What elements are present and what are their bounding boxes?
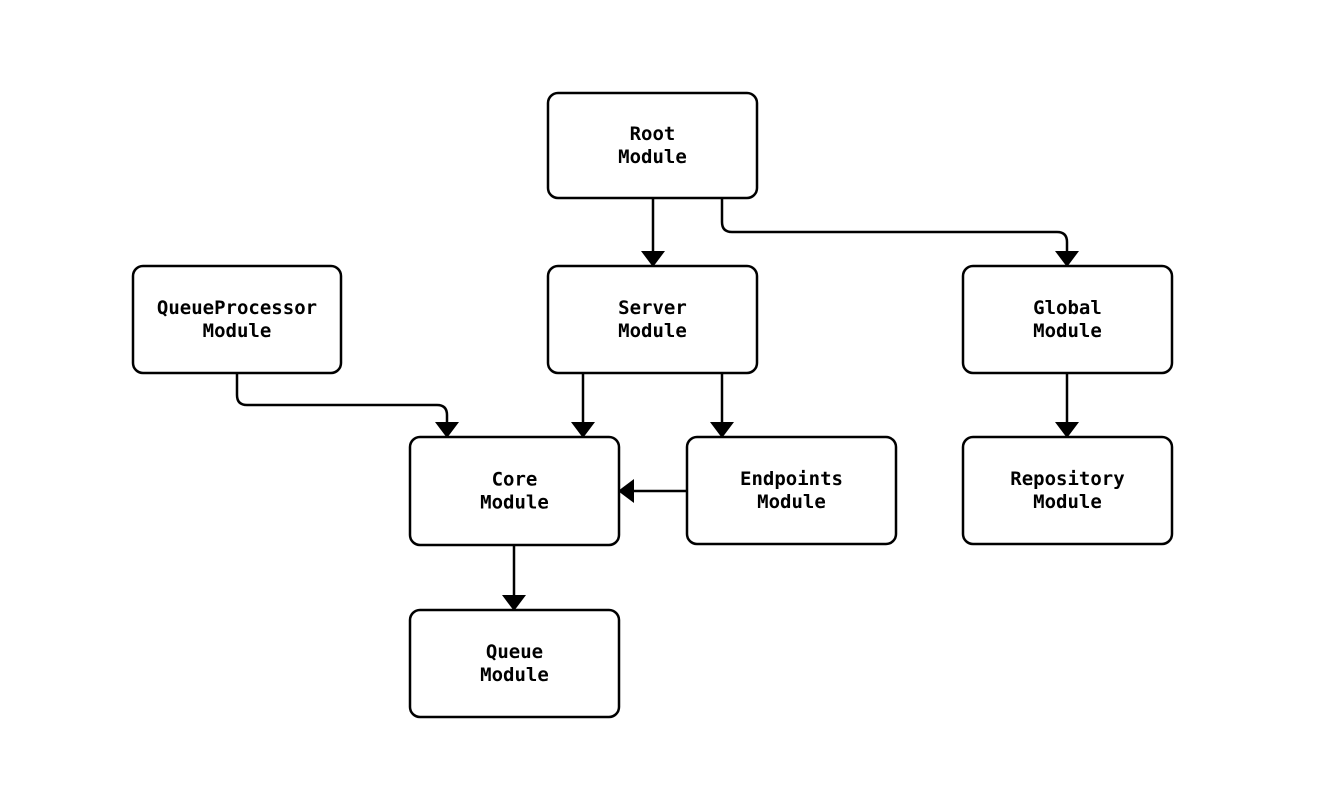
node-root-box xyxy=(546,91,759,200)
node-repository-box xyxy=(961,435,1174,546)
node-global-box xyxy=(961,264,1174,375)
edge-root-to-global xyxy=(720,198,1079,267)
node-server-box xyxy=(546,264,759,375)
node-queueprocessor-box xyxy=(131,264,343,375)
node-endpoints-box xyxy=(685,435,898,546)
node-queue-box xyxy=(408,608,621,719)
edge-queueprocessor-to-core xyxy=(235,373,459,438)
edges-layer xyxy=(235,198,1079,611)
node-core-box xyxy=(408,435,621,547)
